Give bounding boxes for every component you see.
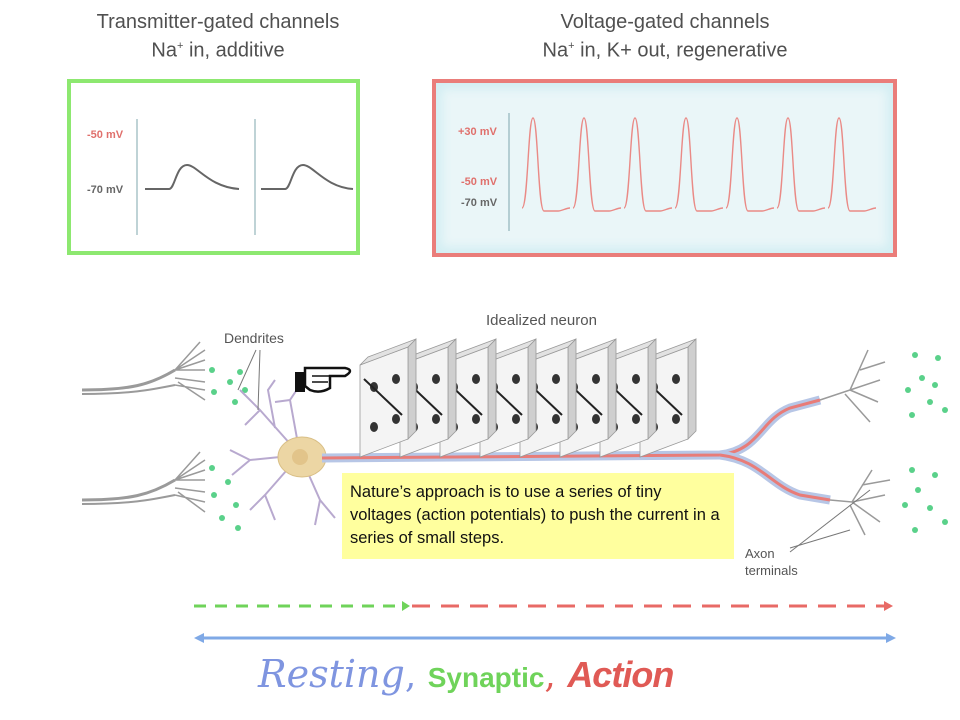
synaptic-trace-2	[261, 163, 354, 190]
action-arrowhead	[884, 601, 893, 611]
dendrites-pointer-2	[257, 349, 261, 411]
right-panel-title-line2: Na+ in, K+ out, regenerative	[440, 34, 890, 63]
action-potential-spike	[776, 117, 826, 212]
synaptic-potential-panel: -50 mV -70 mV	[67, 79, 360, 255]
left-panel-title-line2: Na+ in, additive	[58, 34, 378, 63]
synaptic-arrowhead	[402, 601, 410, 611]
right-title-suffix: in, K+ out, regenerative	[574, 39, 788, 62]
right-panel-title: Voltage-gated channels Na+ in, K+ out, r…	[440, 10, 890, 63]
neurotransmitter-dots-right	[902, 352, 948, 533]
label-plus-30mv: +30 mV	[458, 126, 497, 138]
terminals-pointer-2	[789, 489, 871, 553]
synaptic-trace-1	[145, 163, 240, 190]
action-potential-spike	[827, 117, 877, 212]
synaptic-traces	[136, 119, 354, 235]
axon-terminals	[819, 349, 891, 536]
left-title-plus: +	[176, 40, 184, 52]
resting-arrowhead-left	[194, 633, 204, 643]
spike-group	[521, 117, 877, 212]
presynaptic-terminals	[81, 341, 206, 513]
axon-lower	[719, 450, 831, 505]
action-potential-traces	[508, 113, 877, 231]
action-potential-panel: +30 mV -50 mV -70 mV	[432, 79, 897, 257]
label-minus-50mv-right: -50 mV	[461, 176, 498, 188]
left-title-suffix: in, additive	[183, 39, 285, 62]
callout-text: Nature’s approach is to use a series of …	[350, 483, 720, 547]
terminals-pointer-1	[789, 529, 851, 549]
caption: Resting, Synaptic, Action	[258, 652, 858, 708]
action-potential-spike	[521, 117, 571, 212]
resting-arrowhead-right	[886, 633, 896, 643]
left-title-na: Na	[151, 39, 177, 62]
neuron-illustration: Dendrites Idealized neuron Axon terminal…	[81, 312, 948, 578]
caption-sep-1: ,	[404, 655, 428, 696]
left-panel-title-line1: Transmitter-gated channels	[96, 11, 340, 33]
nucleus	[292, 449, 308, 465]
label-minus-50mv: -50 mV	[87, 129, 124, 141]
action-potential-spike	[572, 117, 622, 212]
action-potential-spike	[623, 117, 673, 212]
right-title-na: Na	[542, 39, 569, 62]
domino-row	[359, 338, 697, 458]
action-potential-spike	[725, 117, 775, 212]
progression-arrows	[194, 601, 896, 643]
callout-box: Nature’s approach is to use a series of …	[342, 473, 734, 559]
right-title-plus: +	[568, 40, 575, 52]
label-minus-70mv-right: -70 mV	[461, 197, 498, 209]
caption-synaptic: Synaptic	[427, 662, 545, 693]
dendrites-pointer-1	[237, 349, 257, 391]
action-potential-spike	[674, 117, 724, 212]
dendrites-label: Dendrites	[224, 330, 284, 346]
axon-label: Axon	[745, 546, 775, 561]
caption-action: Action	[567, 654, 674, 695]
caption-resting: Resting	[258, 652, 405, 696]
right-panel-title-line1: Voltage-gated channels	[560, 11, 770, 33]
idealized-neuron-label: Idealized neuron	[486, 312, 597, 329]
left-panel-title: Transmitter-gated channels Na+ in, addit…	[58, 10, 378, 63]
pointing-hand-icon	[295, 366, 352, 393]
neurotransmitter-dots-left	[209, 367, 248, 531]
domino	[359, 338, 417, 458]
caption-sep-2: ,	[544, 655, 568, 696]
label-minus-70mv: -70 mV	[87, 184, 124, 196]
axon-lower-signal	[719, 453, 831, 502]
terminals-label: terminals	[745, 563, 798, 578]
